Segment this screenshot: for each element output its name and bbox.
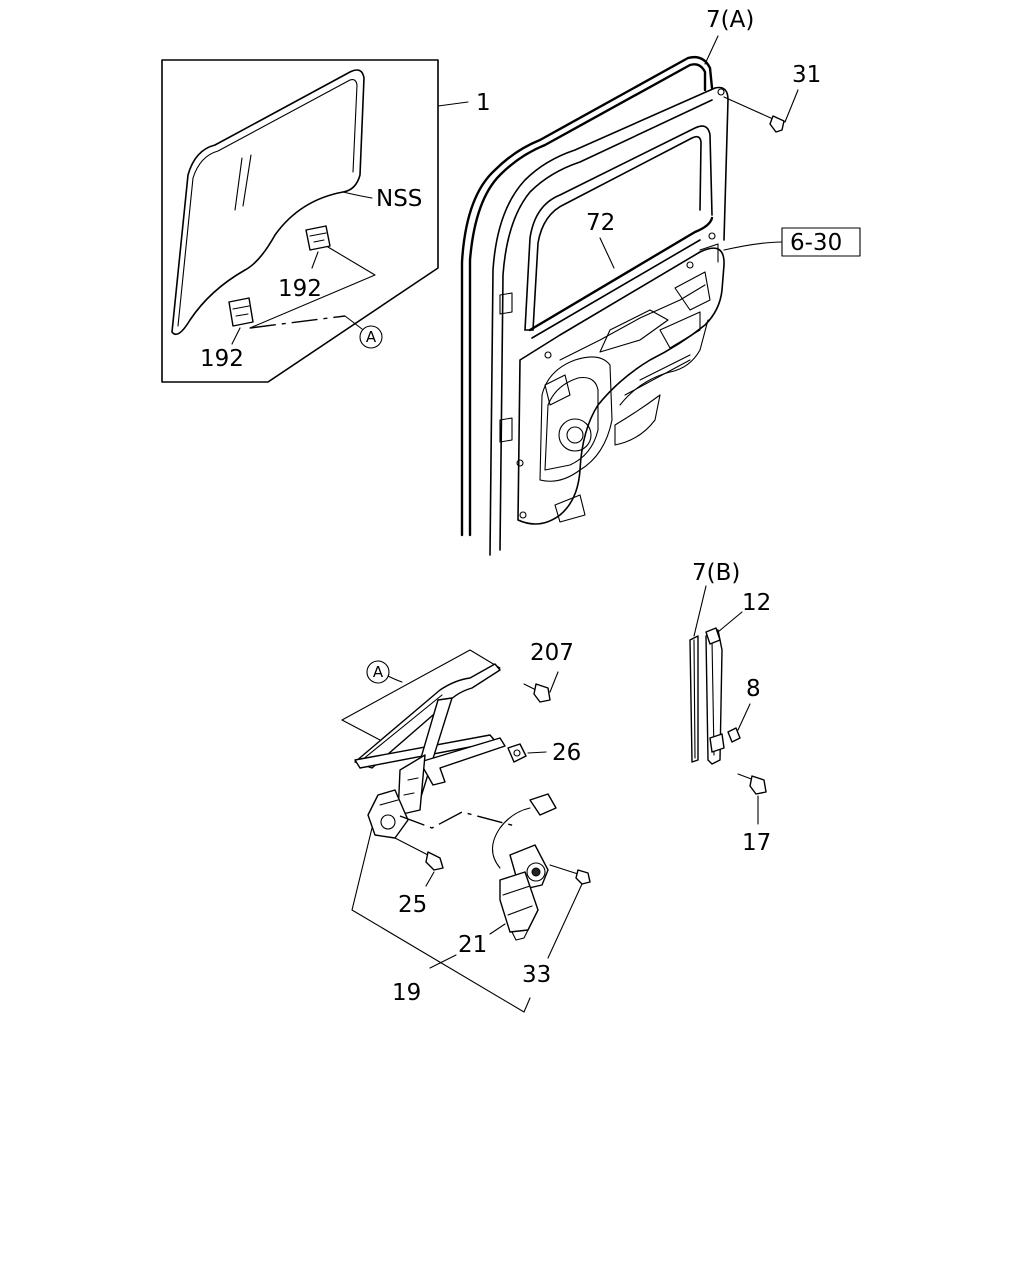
bolt-17 <box>737 773 767 825</box>
callout-7a: 7(A) <box>706 7 754 33</box>
callout-192-lower: 192 <box>200 346 244 372</box>
reference-circle-a-regulator: A <box>366 660 390 684</box>
clip-8 <box>727 703 751 743</box>
door-shell: 7(A) 31 72 6-30 <box>460 7 861 556</box>
callout-6-30: 6-30 <box>790 230 842 256</box>
belt-molding-72 <box>528 216 714 332</box>
window-motor-21 <box>499 844 549 941</box>
callout-25: 25 <box>398 892 427 918</box>
glass-assembly-box: A 1 NSS 192 192 <box>161 59 491 383</box>
callout-12: 12 <box>742 590 771 616</box>
motor-harness-connector <box>491 793 557 869</box>
door-glass <box>171 69 365 336</box>
nut-26 <box>507 743 547 763</box>
glass-clip-192-upper <box>305 225 331 251</box>
callout-26: 26 <box>552 740 581 766</box>
callout-19: 19 <box>392 980 421 1006</box>
glass-run-channel-12 <box>705 629 723 765</box>
svg-text:A: A <box>366 328 377 346</box>
window-regulator: A <box>341 640 591 1013</box>
weatherstrip-7a <box>468 63 707 537</box>
callout-21: 21 <box>458 932 487 958</box>
reference-box-6-30 <box>781 227 861 257</box>
run-channel-assembly: 7(B) 12 8 17 <box>689 560 771 856</box>
bolt-207 <box>523 671 559 703</box>
callout-207: 207 <box>530 640 574 666</box>
reference-circle-a-glass: A <box>359 325 383 349</box>
glass-clip-192-lower <box>228 297 254 327</box>
callout-192-upper: 192 <box>278 276 322 302</box>
callout-31: 31 <box>792 62 821 88</box>
screw-25 <box>394 837 444 887</box>
callout-8: 8 <box>746 676 761 702</box>
screw-31 <box>723 89 799 133</box>
callout-72: 72 <box>586 210 615 236</box>
callout-nss: NSS <box>376 186 422 212</box>
callout-7b: 7(B) <box>692 560 740 586</box>
callout-33: 33 <box>522 962 551 988</box>
callout-17: 17 <box>742 830 771 856</box>
callout-1: 1 <box>476 90 491 116</box>
screw-33 <box>547 864 591 959</box>
svg-text:A: A <box>373 663 384 681</box>
